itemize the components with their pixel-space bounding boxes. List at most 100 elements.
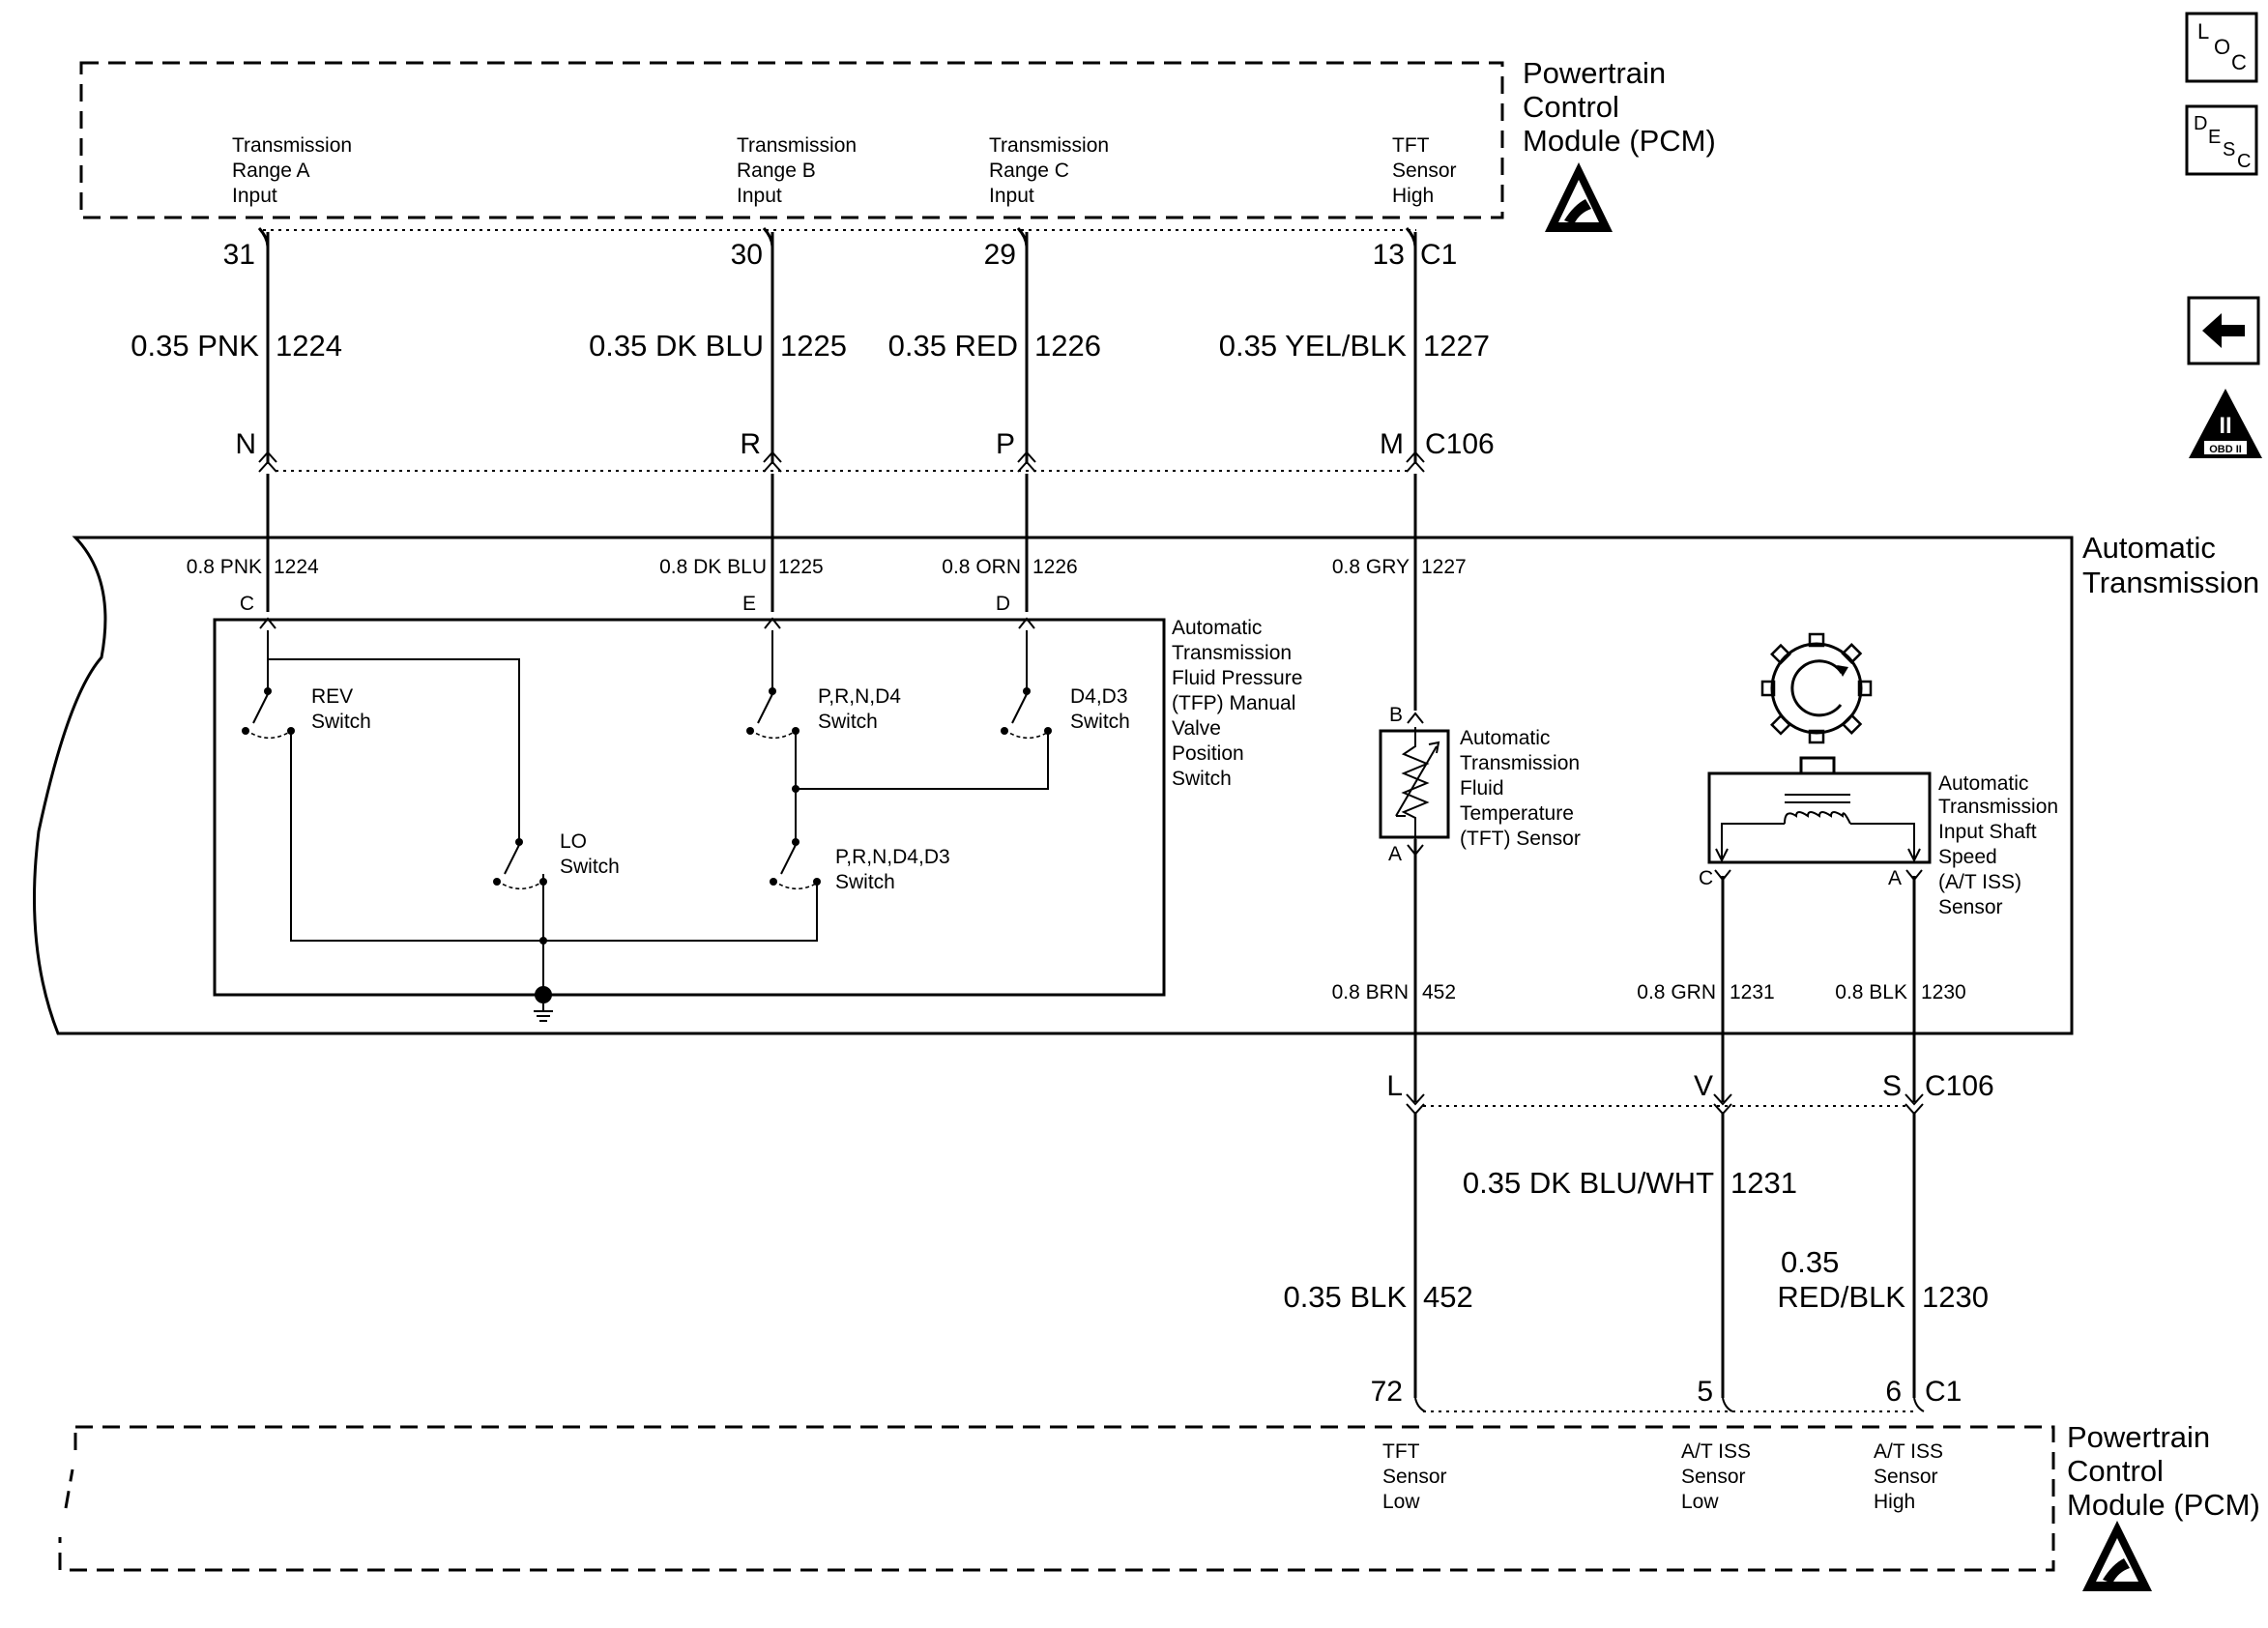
range-c-input-label-1: Transmission (989, 134, 1109, 157)
pin-p: P (996, 428, 1015, 460)
upper-wires (257, 226, 1417, 464)
pin-31: 31 (223, 239, 255, 271)
iss-title-2: Transmission (1938, 796, 2058, 818)
iss-sensor-box (1707, 771, 1932, 864)
esd-icon (1545, 162, 1613, 232)
wire-08-1224-color: 0.8 PNK (187, 556, 262, 578)
wire-1226-color: 0.35 RED (888, 329, 1018, 363)
pcm-bottom-outline (58, 1425, 2055, 1572)
wire-08-1230-circuit: 1230 (1921, 981, 1966, 1003)
lo-switch-label-2: Switch (560, 856, 620, 878)
pcm-top-title-1: Powertrain (1523, 56, 1666, 90)
pin-r: R (740, 428, 761, 460)
loc-icon-o: O (2214, 35, 2230, 59)
pin-6: 6 (1885, 1376, 1902, 1408)
pin-5: 5 (1697, 1376, 1713, 1408)
c106-lower-connector (1406, 1093, 1924, 1116)
gear-icon (1760, 632, 1873, 744)
range-b-input-label-2: Range B (737, 160, 816, 182)
esd-icon (2082, 1521, 2152, 1591)
iss-sensor-high-label-3: High (1874, 1491, 1915, 1513)
wire-1225-circuit: 1225 (780, 329, 847, 363)
tfp-title-3: Fluid Pressure (1172, 667, 1302, 689)
iss-title-5: (A/T ISS) (1938, 871, 2021, 893)
tfp-title-6: Position (1172, 742, 1244, 765)
range-a-input-label-2: Range A (232, 160, 310, 182)
tft-sensor: B A Automatic Transmission Fluid Tempera… (1379, 704, 1581, 1033)
wire-08-452-color: 0.8 BRN (1332, 981, 1409, 1003)
prnd4-switch-label-2: Switch (818, 711, 878, 733)
rev-switch: REV Switch (242, 685, 371, 740)
wire-035-452-circuit: 452 (1423, 1280, 1473, 1314)
wire-08-1226-circuit: 1226 (1032, 556, 1078, 578)
rev-switch-label-1: REV (311, 685, 353, 708)
iss-sensor-low-label-3: Low (1681, 1491, 1719, 1513)
wire-08-1230-color: 0.8 BLK (1835, 981, 1907, 1003)
lo-switch-label-1: LO (560, 830, 587, 853)
prnd4d3-switch: P,R,N,D4,D3 Switch (770, 785, 950, 893)
tfp-title-2: Transmission (1172, 642, 1292, 664)
wire-1224-circuit: 1224 (276, 329, 342, 363)
desc-icon-e: E (2208, 127, 2221, 148)
wire-08-1224-circuit: 1224 (274, 556, 319, 578)
pcm-bottom-title-3: Module (PCM) (2067, 1488, 2260, 1522)
pin-d-tfp: D (996, 593, 1010, 615)
iss-title-4: Speed (1938, 846, 1997, 868)
pcm-top-title-3: Module (PCM) (1523, 124, 1716, 158)
tft-sensor-high-label-1: TFT (1392, 134, 1430, 157)
pin-72: 72 (1371, 1376, 1403, 1408)
iss-sensor: C A Automatic Transmission Input Shaft S… (1699, 632, 2058, 1033)
back-button[interactable] (2187, 296, 2260, 365)
iss-pin-c: C (1699, 867, 1713, 889)
wire-08-1227-circuit: 1227 (1421, 556, 1467, 578)
desc-button[interactable]: D E S C (2185, 104, 2258, 176)
pcm-top-module: Powertrain Control Module (PCM) Transmis… (79, 56, 1716, 232)
pin-30: 30 (731, 239, 763, 271)
loc-button[interactable]: L O C (2185, 12, 2258, 83)
c106-upper-connector (258, 451, 1425, 473)
iss-title-3: Input Shaft (1938, 821, 2037, 843)
pin-29: 29 (984, 239, 1016, 271)
iss-sensor-low-label-2: Sensor (1681, 1466, 1746, 1488)
range-a-input-label-1: Transmission (232, 134, 352, 157)
wire-08-1225-circuit: 1225 (778, 556, 824, 578)
prnd4d3-switch-label-2: Switch (835, 871, 895, 893)
pin-13: 13 (1373, 239, 1405, 271)
pcm-bottom-module: TFT Sensor Low A/T ISS Sensor Low A/T IS… (58, 1420, 2260, 1591)
wire-08-1231-circuit: 1231 (1730, 981, 1775, 1003)
obd-ii-button[interactable]: II OBD II (2189, 389, 2262, 458)
pcm-top-outline (79, 61, 1504, 219)
wire-08-1225-color: 0.8 DK BLU (659, 556, 767, 578)
pin-v: V (1694, 1070, 1713, 1102)
wire-1225-color: 0.35 DK BLU (589, 329, 764, 363)
transmission-title-1: Automatic (2082, 531, 2216, 565)
range-c-input-label-2: Range C (989, 160, 1069, 182)
wire-1224-color: 0.35 PNK (131, 329, 259, 363)
tft-sensor-low-label-1: TFT (1382, 1440, 1420, 1463)
d4d3-switch-label-2: Switch (1070, 711, 1130, 733)
prnd4d3-switch-label-1: P,R,N,D4,D3 (835, 846, 950, 868)
wire-035-1230-circuit: 1230 (1922, 1280, 1989, 1314)
d4d3-switch-label-1: D4,D3 (1070, 685, 1128, 708)
wire-035-1230-color-2: RED/BLK (1777, 1280, 1905, 1314)
iss-pin-a: A (1888, 867, 1902, 889)
pcm-bottom-title-2: Control (2067, 1454, 2164, 1488)
range-b-input-label-1: Transmission (737, 134, 857, 157)
tft-title-2: Transmission (1460, 752, 1580, 774)
wire-1227-circuit: 1227 (1423, 329, 1490, 363)
desc-icon-s: S (2223, 139, 2235, 160)
tft-title-4: Temperature (1460, 802, 1574, 825)
pin-n: N (235, 428, 256, 460)
iss-title-6: Sensor (1938, 896, 2003, 918)
d4d3-switch: D4,D3 Switch (1001, 685, 1130, 740)
tfp-manual-valve-position-switch: Automatic Transmission Fluid Pressure (T… (213, 617, 1302, 1022)
loc-icon-l: L (2197, 19, 2209, 44)
pin-m: M (1380, 428, 1404, 460)
connector-c1-bottom: C1 (1925, 1376, 1962, 1408)
tft-title-1: Automatic (1460, 727, 1550, 749)
tft-sensor-low-label-3: Low (1382, 1491, 1420, 1513)
prnd4-switch: P,R,N,D4 Switch (746, 685, 901, 740)
tfp-switch-box (213, 618, 1166, 997)
range-c-input-label-3: Input (989, 185, 1034, 207)
